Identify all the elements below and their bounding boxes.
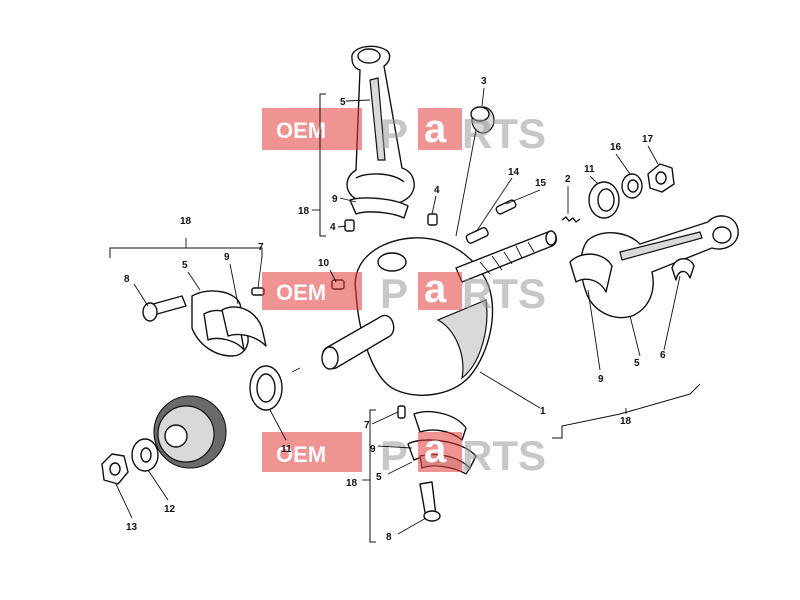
callout-8: 8 [386, 532, 392, 543]
watermark-oem-text: OEM [276, 442, 326, 467]
callout-10: 10 [318, 258, 330, 269]
watermark-bottom: OEM BIKE P a RTS [262, 427, 546, 479]
callout-6: 6 [660, 350, 666, 361]
pin-15 [495, 199, 517, 215]
bracket-18-left [109, 238, 263, 258]
watermark-a-text: a [424, 107, 447, 151]
callout-11: 11 [584, 164, 595, 175]
callout-5: 5 [182, 260, 188, 271]
left-main-bearing [142, 287, 267, 357]
callout-13: 13 [126, 522, 138, 533]
callout-3: 3 [481, 76, 487, 87]
callout-5: 5 [634, 358, 640, 369]
callout-14: 14 [508, 167, 520, 178]
watermark-bike-text: BIKE [368, 444, 377, 464]
callout-5: 5 [376, 472, 382, 483]
watermark-a-text: a [424, 427, 447, 471]
seal-11-left [249, 365, 283, 411]
washer-12 [131, 438, 159, 472]
bushing-3 [470, 106, 495, 134]
spring-2 [561, 216, 581, 223]
pin-14 [465, 227, 489, 244]
callout-labels: 5 3 9 18 4 4 14 15 2 11 16 17 18 8 5 9 7… [124, 76, 666, 543]
watermark-middle: OEM P a RTS [262, 267, 546, 317]
watermark-p-text: P [380, 270, 408, 317]
callout-18: 18 [620, 416, 632, 427]
callout-8: 8 [124, 274, 130, 285]
watermark-p-text: P [380, 432, 408, 479]
watermark-top: OEM P a RTS [262, 107, 546, 157]
watermark-a-text: a [424, 267, 447, 311]
watermark-rts-text: RTS [462, 270, 546, 317]
washer-16 [621, 173, 643, 199]
callout-9: 9 [332, 194, 338, 205]
right-connecting-rod [569, 215, 739, 319]
nut-13 [101, 453, 129, 485]
timing-gear [153, 395, 227, 469]
callout-2: 2 [565, 174, 571, 185]
callout-7: 7 [258, 242, 264, 253]
watermark-p-text: P [380, 110, 408, 157]
bracket-18-right [552, 383, 701, 439]
callout-1: 1 [540, 406, 546, 417]
bolt-4-upper [344, 213, 438, 232]
callout-9: 9 [224, 252, 230, 263]
callout-18: 18 [180, 216, 192, 227]
callout-9: 9 [598, 374, 604, 385]
bearing-shell-6 [671, 258, 695, 281]
callout-18: 18 [346, 478, 358, 489]
callout-16: 16 [610, 142, 622, 153]
upper-bearing-cap [349, 197, 409, 219]
bracket-18-upper [312, 93, 326, 237]
callout-18: 18 [298, 206, 310, 217]
callout-9: 9 [370, 444, 376, 455]
callout-15: 15 [535, 178, 547, 189]
nut-17 [647, 163, 675, 193]
watermark-oem-text: OEM [276, 118, 326, 143]
callout-4: 4 [330, 222, 336, 233]
callout-11: 11 [281, 444, 292, 455]
leader-lines [115, 87, 681, 535]
callout-17: 17 [642, 134, 654, 145]
callout-4: 4 [434, 185, 440, 196]
callout-7: 7 [364, 420, 370, 431]
callout-12: 12 [164, 504, 176, 515]
seal-11-right [588, 181, 620, 219]
watermark-rts-text: RTS [462, 110, 546, 157]
callout-5: 5 [340, 97, 346, 108]
watermark-oem-text: OEM [276, 280, 326, 305]
bracket-18-lower [362, 409, 376, 543]
crankshaft [321, 230, 558, 396]
watermark-rts-text: RTS [462, 432, 546, 479]
